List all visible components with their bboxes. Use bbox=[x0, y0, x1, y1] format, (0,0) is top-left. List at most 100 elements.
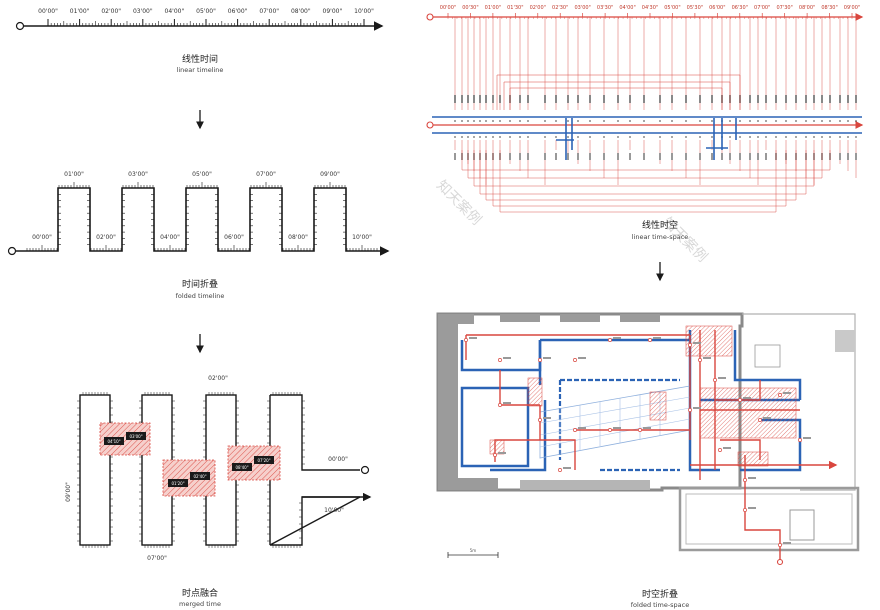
timeline-tick-label: 05'00" bbox=[196, 8, 216, 15]
timespace-label-stub bbox=[757, 95, 759, 103]
timespace-label-stub bbox=[577, 95, 579, 103]
timespace-start-dot bbox=[426, 13, 434, 21]
timespace-label-stub bbox=[659, 153, 661, 160]
timespace-label-stub bbox=[492, 95, 494, 103]
timeline-tick-label: 07'00" bbox=[259, 8, 279, 15]
merged-marker-box bbox=[168, 479, 188, 487]
timespace-tick-label: 09'00" bbox=[844, 5, 860, 11]
timespace-label-stub bbox=[544, 95, 546, 103]
timespace-label-stub bbox=[527, 153, 529, 160]
timespace-label-stub bbox=[577, 153, 579, 160]
merged-marker-label: 03'00" bbox=[129, 434, 142, 439]
folded-axis bbox=[16, 187, 384, 252]
timeline-tick-label: 06'00" bbox=[228, 8, 248, 15]
folded-start-dot bbox=[7, 246, 17, 256]
timespace-tick-label: 03'00" bbox=[574, 5, 590, 11]
plan-bottom-wall-2 bbox=[520, 480, 650, 490]
linear-timeline: 00'00"01'00"02'00"03'00"04'00"05'00"06'0… bbox=[15, 8, 384, 130]
plan-node bbox=[538, 418, 542, 422]
timespace-label-stub bbox=[617, 95, 619, 103]
plan-node-label-stub bbox=[703, 357, 711, 359]
plan-top-wall-3 bbox=[560, 314, 600, 322]
timespace-label-stub bbox=[589, 95, 591, 103]
timespace-label-stub bbox=[567, 95, 569, 103]
timespace-tick-label: 07'00" bbox=[754, 5, 770, 11]
timespace-title-zh: 线性时空 bbox=[642, 219, 678, 231]
plan-node bbox=[778, 543, 782, 547]
plan-node bbox=[743, 478, 747, 482]
folded-bottom-label: 02'00" bbox=[96, 234, 116, 241]
timespace-label-stub bbox=[711, 95, 713, 103]
folded-top-label: 09'00" bbox=[320, 171, 340, 178]
timespace-label-stub bbox=[485, 95, 487, 103]
timespace-blue-verticals bbox=[556, 118, 737, 160]
merged-time-title-en: merged time bbox=[179, 600, 221, 608]
plan-node-label-stub bbox=[643, 427, 651, 429]
timespace-label-stub bbox=[467, 95, 469, 103]
timespace-label-stub bbox=[847, 153, 849, 160]
plan-node-label-stub bbox=[763, 417, 771, 419]
timespace-label-stub bbox=[775, 95, 777, 103]
merged-marker-box bbox=[126, 432, 146, 440]
plan-hatch-5 bbox=[737, 451, 769, 467]
plan-node bbox=[758, 418, 762, 422]
timespace-loop bbox=[499, 150, 777, 213]
timespace-label-stub bbox=[603, 153, 605, 160]
folded-tick-labels: 01'00"03'00"05'00"07'00"09'00"00'00"02'0… bbox=[32, 171, 372, 241]
linear-timeline-title-en: linear timeline bbox=[177, 66, 224, 74]
plan-left-wall bbox=[438, 314, 458, 489]
plan-node bbox=[738, 398, 742, 402]
timespace-loop-top bbox=[496, 74, 741, 110]
plan-node-label-stub bbox=[743, 397, 751, 399]
timespace-loop-top bbox=[509, 87, 723, 110]
timespace-links bbox=[454, 17, 857, 213]
plan-node-label-stub bbox=[469, 337, 477, 339]
merged-label-right-top: 00'00" bbox=[328, 456, 348, 463]
timespace-tick-label: 02'00" bbox=[530, 5, 546, 11]
plan-node-label-stub bbox=[783, 392, 791, 394]
folded-bottom-label: 00'00" bbox=[32, 234, 52, 241]
plan-node bbox=[498, 403, 502, 407]
timespace-label-stub bbox=[499, 95, 501, 103]
timespace-label-stub bbox=[685, 95, 687, 103]
timespace-tick-label: 07'30" bbox=[776, 5, 792, 11]
timespace-label-stub bbox=[795, 95, 797, 103]
folded-bottom-label: 10'00" bbox=[352, 234, 372, 241]
timespace-label-stub bbox=[855, 153, 857, 160]
timespace-label-stub bbox=[729, 153, 731, 160]
merged-marker-box bbox=[254, 456, 274, 464]
timespace-label-stub bbox=[544, 153, 546, 160]
plan-nodes bbox=[464, 337, 811, 547]
plan-node-label-stub bbox=[543, 417, 551, 419]
plan-top-wall-4 bbox=[620, 314, 660, 322]
plan-blue-corridor-2 bbox=[688, 330, 802, 472]
folded-top-label: 03'00" bbox=[128, 171, 148, 178]
timeline-tick-labels: 00'00"01'00"02'00"03'00"04'00"05'00"06'0… bbox=[38, 8, 374, 15]
timespace-tick-label: 01'00" bbox=[485, 5, 501, 11]
merged-marker-label: 04'10" bbox=[107, 439, 120, 444]
timespace-label-stub bbox=[765, 95, 767, 103]
folded-timeline-title-en: folded timeline bbox=[176, 292, 225, 300]
plan-node-label-stub bbox=[613, 337, 621, 339]
plan-node bbox=[558, 468, 562, 472]
timespace-tick-label: 00'30" bbox=[462, 5, 478, 11]
merged-label-right-bottom: 10'00" bbox=[324, 507, 344, 514]
plan-node-label-stub bbox=[578, 427, 586, 429]
timespace-label-stub bbox=[785, 95, 787, 103]
folded-bottom-label: 08'00" bbox=[288, 234, 308, 241]
timespace-label-stub bbox=[617, 153, 619, 160]
timespace-label-stub bbox=[643, 153, 645, 160]
timespace-label-stub bbox=[855, 95, 857, 103]
timespace-loop bbox=[492, 150, 787, 207]
timespace-label-stub bbox=[643, 95, 645, 103]
plan-node bbox=[688, 408, 692, 412]
timespace-label-stub bbox=[839, 95, 841, 103]
plan-node-label-stub bbox=[748, 507, 756, 509]
plan-node-label-stub bbox=[783, 542, 791, 544]
plan-node-label-stub bbox=[803, 437, 811, 439]
plan-node-label-stub bbox=[503, 402, 511, 404]
merged-label-top: 02'00" bbox=[208, 375, 228, 382]
plan-hatch-3 bbox=[699, 387, 797, 439]
timespace-label-stub bbox=[509, 153, 511, 160]
